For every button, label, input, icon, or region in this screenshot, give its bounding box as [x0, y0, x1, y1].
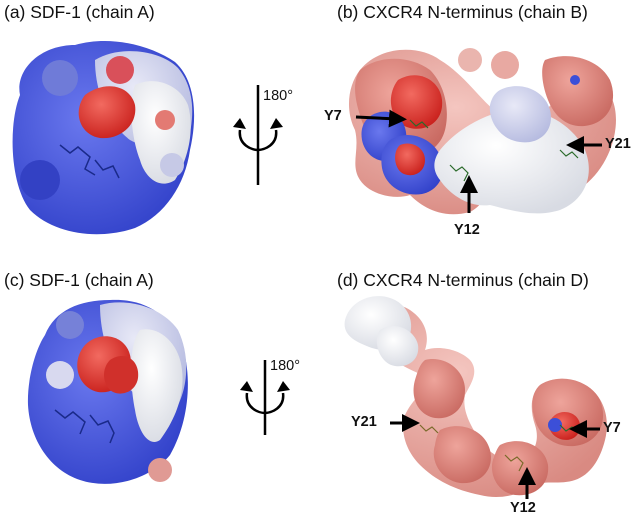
- residue-label-y7-b: Y7: [324, 108, 342, 124]
- panel-title-d: (d) CXCR4 N-terminus (chain D): [337, 270, 589, 290]
- panel-title-a: (a) SDF-1 (chain A): [4, 2, 155, 22]
- cxcr4-surface-b: [348, 48, 616, 215]
- arrows-d: [390, 414, 600, 499]
- cxcr4-surface-d: [344, 296, 607, 497]
- residue-label-y12-b: Y12: [454, 222, 480, 238]
- residue-label-y7-d: Y7: [603, 420, 621, 436]
- panel-title-b: (b) CXCR4 N-terminus (chain B): [337, 2, 588, 22]
- rotation-label-bottom: 180°: [270, 358, 300, 374]
- panel-title-c: (c) SDF-1 (chain A): [4, 270, 154, 290]
- residue-label-y12-d: Y12: [510, 500, 536, 516]
- residue-label-y21-d: Y21: [351, 414, 377, 430]
- sdf1-surface-a: [12, 41, 195, 235]
- sdf1-surface-c: [27, 299, 188, 484]
- arrow-y7-b: [355, 109, 407, 128]
- arrows-b: [355, 109, 602, 213]
- residue-label-y21-b: Y21: [605, 136, 631, 152]
- rotation-symbol-bottom: [240, 360, 290, 435]
- rotation-label-top: 180°: [263, 88, 293, 104]
- rotation-symbol-top: [233, 85, 283, 185]
